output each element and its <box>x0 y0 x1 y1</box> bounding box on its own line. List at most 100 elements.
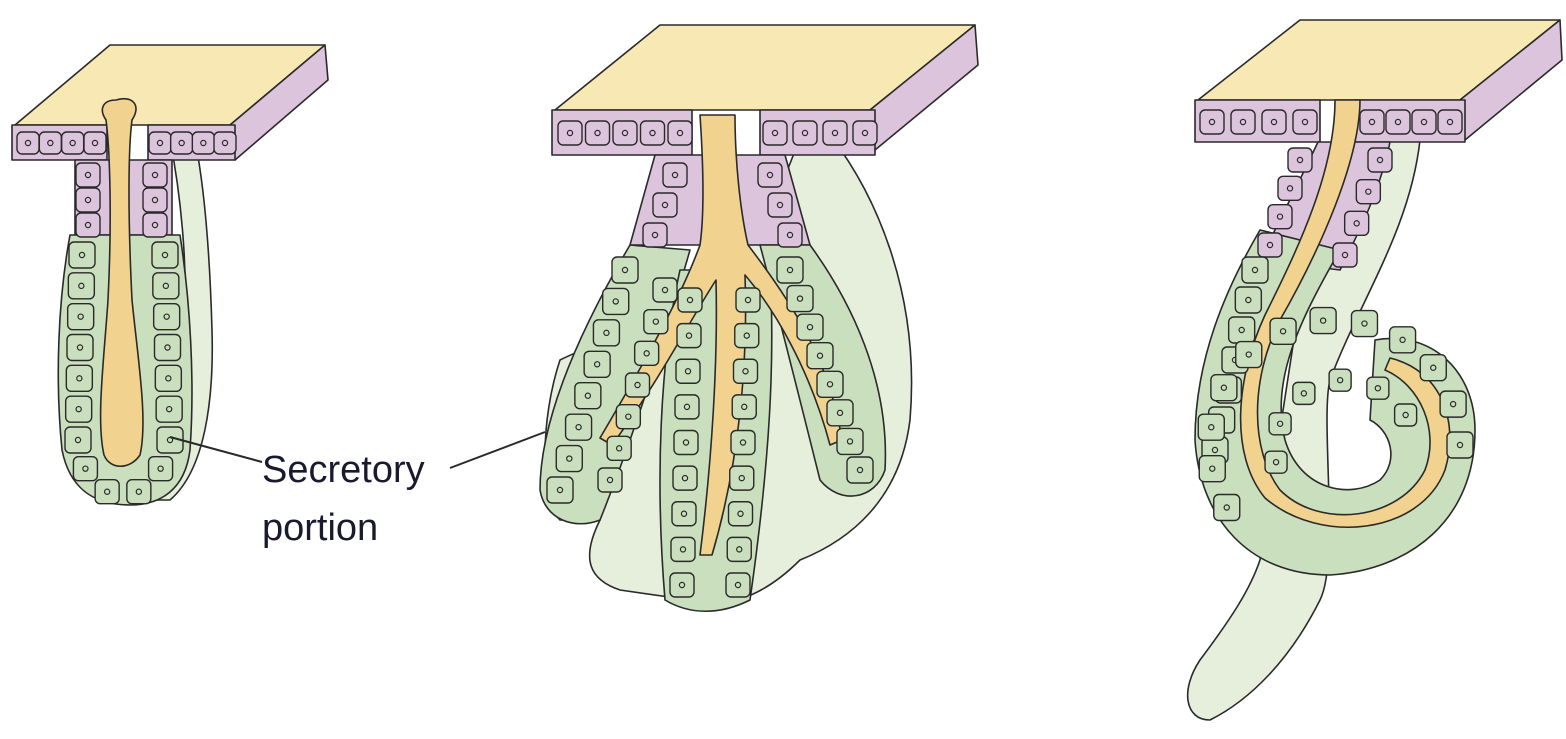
gland-simple-tubular <box>12 45 328 505</box>
secretory-cell <box>837 428 863 454</box>
secretory-cell <box>1440 391 1466 417</box>
secretory-cell <box>68 273 94 299</box>
secretory-cell <box>65 427 91 453</box>
secretory-cell <box>612 257 638 283</box>
duct-cell <box>214 132 236 154</box>
secretory-cell <box>603 288 629 314</box>
duct-cell <box>1268 205 1292 229</box>
secretory-cell <box>149 457 173 481</box>
secretory-cell <box>1236 342 1262 368</box>
secretory-cell <box>787 286 813 312</box>
secretory-cell <box>1351 311 1377 337</box>
duct-cell <box>823 121 847 145</box>
secretory-cell <box>735 324 759 348</box>
secretory-cell <box>154 304 180 330</box>
duct-cell <box>76 213 100 237</box>
secretory-cell <box>676 359 700 383</box>
duct-cell <box>763 121 787 145</box>
secretory-cell <box>734 359 758 383</box>
duct-cell <box>1412 110 1436 134</box>
duct-cell <box>171 132 193 154</box>
secretory-cell <box>575 383 601 409</box>
secretory-cell <box>1420 355 1446 381</box>
duct-cell <box>613 121 637 145</box>
secretory-cell <box>69 242 95 268</box>
duct-cell <box>1360 110 1384 134</box>
secretory-cell <box>95 480 119 504</box>
duct-cell <box>668 121 692 145</box>
secretory-cell <box>674 431 698 455</box>
secretory-cell <box>1310 308 1336 334</box>
leader-line-right <box>450 432 545 468</box>
secretory-cell <box>635 341 659 365</box>
secretory-cell <box>736 288 760 312</box>
secretory-cell <box>67 335 93 361</box>
secretory-cell <box>73 457 97 481</box>
duct-cell <box>1288 148 1312 172</box>
secretory-cell <box>729 502 753 526</box>
secretory-cell <box>1198 414 1224 440</box>
secretory-cell <box>777 257 803 283</box>
secretory-cell <box>598 468 622 492</box>
duct-cell <box>1333 243 1357 267</box>
secretory-cell <box>730 466 754 490</box>
duct-cell <box>76 163 100 187</box>
secretory-cell <box>653 278 677 302</box>
secretory-cell <box>616 405 640 429</box>
duct-cell <box>62 132 84 154</box>
secretory-cell <box>847 457 873 483</box>
secretory-cell <box>726 573 750 597</box>
duct-cell <box>143 213 167 237</box>
gland-branched-tubular <box>540 25 978 611</box>
secretory-cell <box>1329 369 1351 391</box>
duct-cell <box>192 132 214 154</box>
duct-cell <box>663 163 687 187</box>
secretory-cell <box>731 431 755 455</box>
duct-cell <box>17 132 39 154</box>
duct-cell <box>1356 180 1380 204</box>
duct-cell <box>1386 110 1410 134</box>
duct-cell <box>778 223 802 247</box>
secretory-cell <box>1229 317 1255 343</box>
secretory-cell <box>153 273 179 299</box>
secretory-cell <box>678 288 702 312</box>
secretory-cell <box>593 320 619 346</box>
secretory-cell <box>672 502 696 526</box>
secretory-cell <box>1214 495 1240 521</box>
duct-cell <box>76 188 100 212</box>
secretory-cell <box>156 396 182 422</box>
duct-cell <box>768 193 792 217</box>
duct-cell <box>853 121 877 145</box>
label-portion: portion <box>262 507 378 549</box>
secretory-cell <box>155 365 181 391</box>
secretory-cell <box>797 314 823 340</box>
duct-cell <box>39 132 61 154</box>
secretory-cell <box>155 335 181 361</box>
duct-cell <box>1278 176 1302 200</box>
duct-cell <box>1200 110 1224 134</box>
secretory-cell <box>626 373 650 397</box>
duct-cell <box>758 163 782 187</box>
secretory-cell <box>1293 382 1315 404</box>
secretory-cell <box>675 395 699 419</box>
secretory-cell <box>732 395 756 419</box>
duct-cell <box>1293 110 1317 134</box>
secretory-cell <box>68 304 94 330</box>
secretory-cell <box>584 351 610 377</box>
secretory-cell <box>644 310 668 334</box>
secretory-cell <box>677 324 701 348</box>
secretory-cell <box>673 466 697 490</box>
secretory-cell <box>670 573 694 597</box>
secretory-cell <box>547 477 573 503</box>
secretory-cell <box>127 480 151 504</box>
secretory-cell <box>1265 451 1287 473</box>
secretory-cell <box>1199 456 1225 482</box>
gland-coiled-tubular <box>1188 20 1562 720</box>
secretory-cell <box>671 537 695 561</box>
secretory-cell <box>1390 327 1416 353</box>
secretory-cell <box>817 371 843 397</box>
duct-cell <box>1231 110 1255 134</box>
duct-cell <box>1345 211 1369 235</box>
